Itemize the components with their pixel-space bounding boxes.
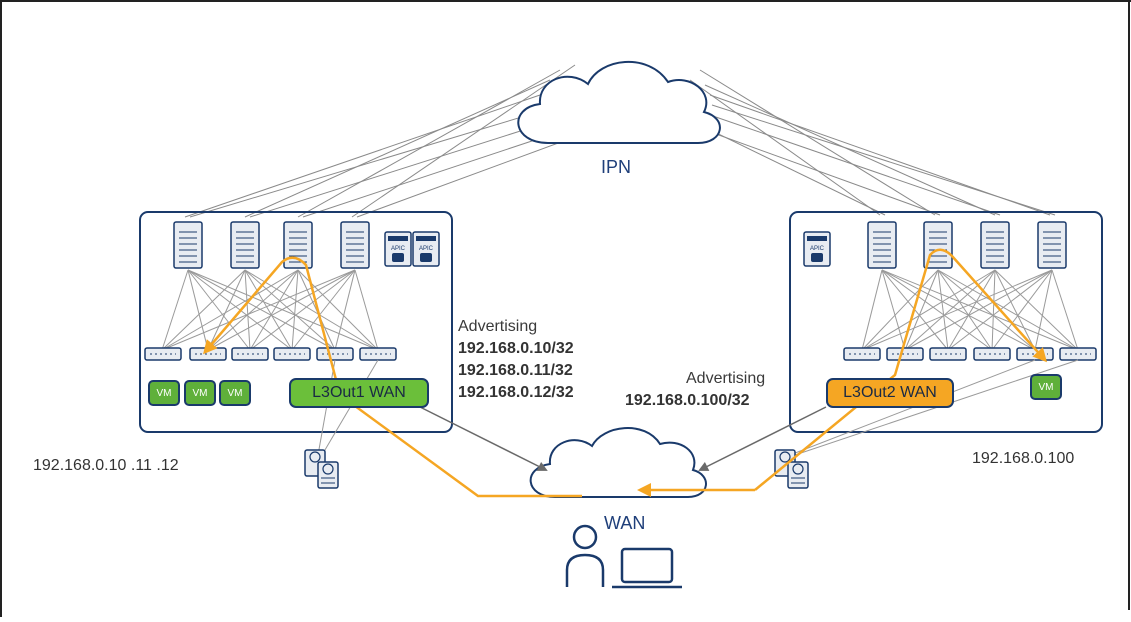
leaf-switch-icon	[1059, 347, 1097, 361]
apic-label: APIC	[810, 246, 825, 252]
leaf-switch-icon	[231, 347, 269, 361]
spine-switch-icon	[173, 221, 203, 269]
wan-label: WAN	[604, 513, 646, 533]
right-spine-switches	[867, 221, 1067, 269]
spine-switch-icon	[867, 221, 897, 269]
right-traffic-path	[754, 248, 1047, 491]
left-vm-ip-label: 192.168.0.10 .11 .12	[33, 457, 179, 474]
l3out1-wan-badge: L3Out1 WAN	[289, 378, 429, 408]
ipn-cloud	[517, 60, 721, 144]
spine-switch-icon	[230, 221, 260, 269]
vm-badge: VM	[148, 380, 180, 406]
vm-badge: VM	[219, 380, 251, 406]
left-advertised-prefix: 192.168.0.10/32	[458, 340, 574, 357]
vm-badge: VM	[1030, 374, 1062, 400]
right-advertised-prefix: 192.168.0.100/32	[625, 392, 750, 409]
user-icon	[565, 524, 605, 587]
left-advertised-prefix: 192.168.0.11/32	[458, 362, 573, 379]
apic-controller-icon: APIC	[412, 231, 440, 267]
leaf-switch-icon	[273, 347, 311, 361]
apic-controller-icon: APIC	[803, 231, 831, 267]
left-site-fabric	[139, 211, 453, 433]
leaf-switch-icon	[316, 347, 354, 361]
left-apic-controllers: APIC APIC	[384, 231, 440, 267]
laptop-icon	[612, 547, 682, 589]
spine-switch-icon	[283, 221, 313, 269]
leaf-switch-icon	[843, 347, 881, 361]
left-advertised-prefix: 192.168.0.12/32	[458, 384, 574, 401]
left-traffic-path	[203, 256, 582, 498]
leaf-switch-icon	[973, 347, 1011, 361]
left-advertising-title: Advertising	[458, 318, 538, 335]
left-leaf-switches	[144, 347, 397, 361]
vm-badge: VM	[184, 380, 216, 406]
ipn-links	[184, 64, 1056, 218]
left-fabric-mesh	[161, 269, 379, 351]
ipn-label: IPN	[601, 157, 632, 177]
apic-label: APIC	[391, 246, 406, 252]
right-site-fabric	[789, 211, 1103, 433]
apic-controller-icon: APIC	[384, 231, 412, 267]
right-advertising-title: Advertising	[686, 370, 766, 387]
right-fabric-mesh	[861, 269, 1079, 351]
leaf-switch-icon	[886, 347, 924, 361]
wan-cloud	[529, 427, 707, 498]
l3out2-wan-badge: L3Out2 WAN	[826, 378, 954, 408]
right-leaf-switches	[843, 347, 1097, 361]
leaf-switch-icon	[359, 347, 397, 361]
spine-switch-icon	[980, 221, 1010, 269]
left-firewall-icon	[304, 449, 339, 489]
spine-switch-icon	[1037, 221, 1067, 269]
left-spine-switches	[173, 221, 370, 269]
right-advertising-arrow	[698, 406, 827, 471]
spine-switch-icon	[340, 221, 370, 269]
right-vm-ip-label: 192.168.0.100	[972, 450, 1075, 467]
apic-label: APIC	[419, 246, 434, 252]
left-advertising-arrow	[419, 406, 548, 471]
leaf-switch-icon	[929, 347, 967, 361]
leaf-switch-icon	[144, 347, 182, 361]
